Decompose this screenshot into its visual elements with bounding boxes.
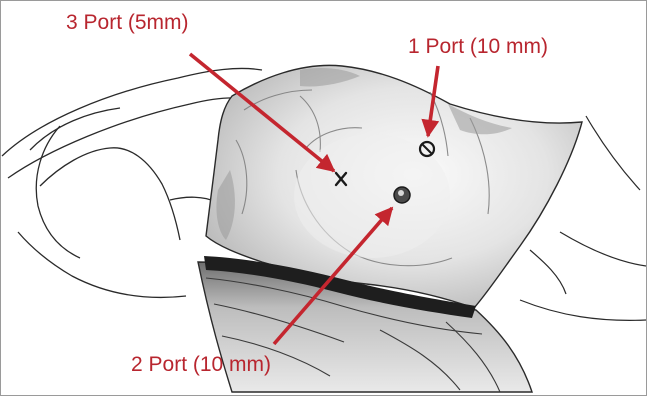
- port-2-label: 2 Port (10 mm): [131, 354, 271, 375]
- port-3-label: 3 Port (5mm): [66, 12, 189, 33]
- port-1-label: 1 Port (10 mm): [408, 36, 548, 57]
- port-1-circle-slash-marker: [420, 142, 434, 156]
- port-2-umbilical-marker: [394, 187, 410, 203]
